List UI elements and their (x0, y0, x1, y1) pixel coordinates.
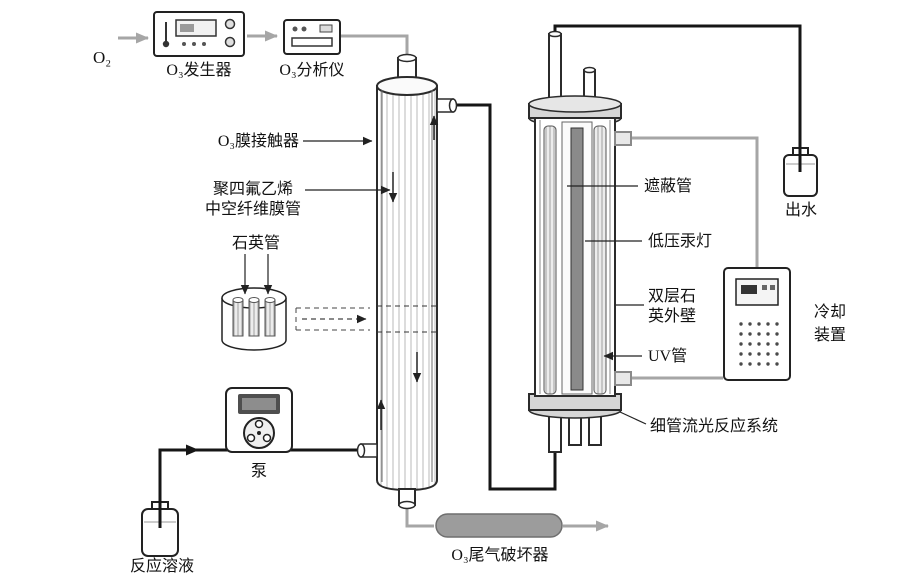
callout-lines (240, 136, 647, 425)
port-cap (398, 500, 416, 510)
generator-label: O₃发生器 (166, 61, 231, 79)
rotor-roller (254, 419, 264, 429)
quartz-label: 石英管 (232, 234, 280, 252)
button-icon (182, 42, 186, 46)
fiber-tube-mouth (232, 297, 244, 303)
tube-mouth (548, 30, 562, 38)
ptfe-label-line2: 中空纤维膜管 (205, 200, 301, 218)
fiber-tube-mouth (264, 297, 276, 303)
shield-label: 遮蔽管 (644, 177, 692, 195)
contactor-label: O₃膜接触器 (218, 132, 299, 150)
photoreactor (528, 30, 632, 453)
tube-mouth (583, 66, 596, 74)
cooler-vent-grid (734, 322, 784, 366)
offgas-destructor-vessel (435, 513, 563, 538)
quartz-tube-detail (221, 287, 370, 351)
port-cap (356, 443, 366, 458)
system-label: 细管流光反应系统 (650, 416, 778, 435)
bottom-flange-underside (528, 409, 622, 419)
o3-analyzer-device (283, 19, 341, 55)
fiber-tube-mouth (248, 297, 260, 303)
button-icon (192, 42, 196, 46)
mini-display (319, 24, 333, 33)
cooler-indicator (762, 285, 767, 290)
display-readout (180, 24, 194, 32)
contactor-to-reactor-line (455, 103, 557, 491)
rotor-axle (257, 431, 261, 435)
indicator-icon (301, 26, 307, 32)
wall-label-line2: 英外壁 (648, 306, 696, 325)
pump-display-screen (242, 398, 276, 410)
solution-label: 反应溶液 (130, 556, 194, 575)
uv-tube-left (543, 125, 557, 395)
cooler-indicator (770, 285, 775, 290)
ptfe-label-line1: 聚四氟乙烯 (213, 180, 293, 198)
o2-label: O₂ (93, 48, 111, 67)
flow-lines (118, 24, 802, 532)
column-body (376, 85, 438, 492)
contactor-to-destructor-line (405, 507, 434, 528)
lamp-label: 低压汞灯 (648, 232, 712, 250)
cooler-label-line2: 装置 (814, 326, 846, 344)
cooling-port-bottom (614, 371, 632, 386)
top-flange-face (528, 95, 622, 113)
button-icon (202, 42, 206, 46)
knob-icon (224, 18, 236, 30)
fiber-tube (264, 299, 276, 337)
fiber-tube (248, 299, 260, 337)
rotor-roller (246, 433, 256, 443)
indicator-icon (292, 26, 298, 32)
text-labels: O₂ O₃发生器 O₃分析仪 O₃膜接触器 聚四氟乙烯 中空纤维膜管 石英管 泵… (93, 48, 846, 575)
knob-icon (224, 36, 236, 48)
fiber-tube (232, 299, 244, 337)
analyzer-label: O₃分析仪 (279, 61, 344, 79)
cooler-readout (741, 285, 757, 294)
thermometer-bulb-icon (162, 40, 170, 48)
port-cap (397, 53, 417, 63)
destructor-label: O₃尾气破坏器 (451, 546, 548, 564)
system-pointer (619, 411, 647, 425)
mercury-lamp-tube (570, 127, 584, 391)
reactor-to-cooler-top-line (631, 136, 759, 267)
port-cap (448, 98, 458, 113)
membrane-contactor-column (356, 53, 458, 510)
cooling-unit-device (723, 267, 791, 381)
wall-label-line1: 双层石 (648, 288, 696, 305)
solution-to-pump-line (158, 444, 199, 528)
pump-device (225, 387, 293, 453)
rotor-roller (262, 433, 272, 443)
reactor-top-outlet-tube (548, 33, 562, 107)
uv-tube-right (593, 125, 607, 395)
sample-slot (291, 37, 333, 47)
cooling-port-top (614, 131, 632, 146)
cooler-label-line1: 冷却 (814, 303, 846, 321)
uv-label: UV管 (648, 347, 687, 365)
o3-generator-device (153, 11, 245, 57)
pump-label: 泵 (251, 462, 267, 480)
analyzer-to-contactor-line (341, 34, 409, 57)
outflow-label: 出水 (785, 201, 817, 219)
column-top-cap (376, 76, 438, 96)
